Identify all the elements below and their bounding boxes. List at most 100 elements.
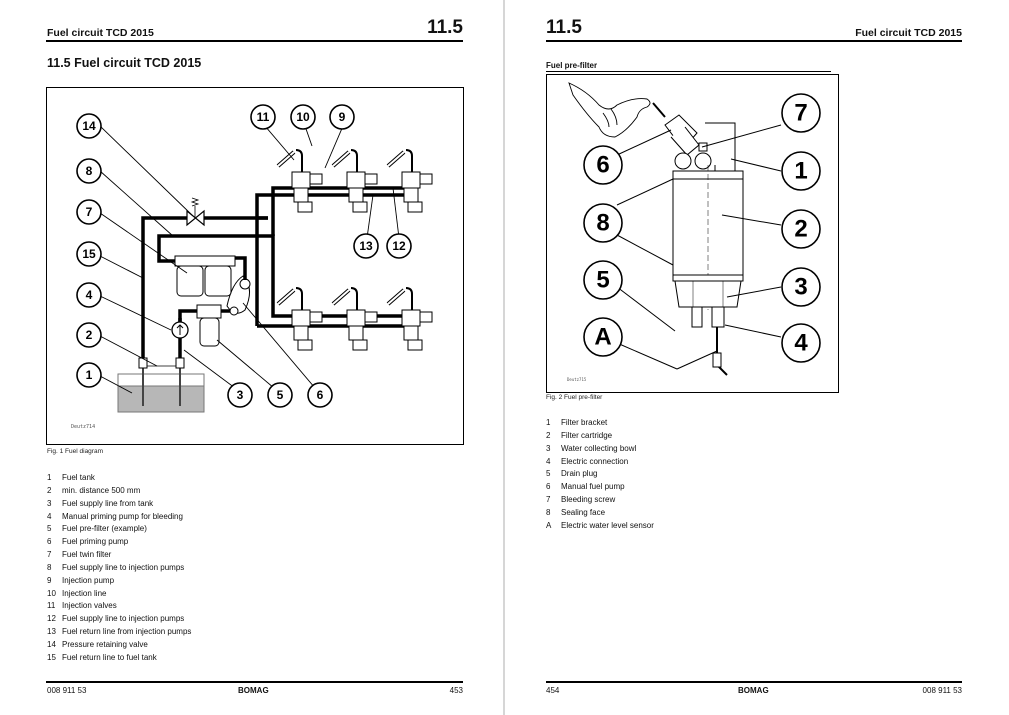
footer-brand: BOMAG xyxy=(238,686,269,695)
callouts: 7 6 1 8 2 5 3 A 4 xyxy=(583,93,821,363)
callout-1: 1 xyxy=(76,362,102,388)
callout-3: 3 xyxy=(227,382,253,408)
fuel-tank xyxy=(117,357,205,413)
legend-number: 10 xyxy=(47,588,56,598)
manual-priming-pump xyxy=(171,321,189,339)
legend-item: 1 Filter bracket xyxy=(546,417,654,430)
svg-text:3: 3 xyxy=(794,274,807,301)
fuel-diagram-figure: 14 8 7 15 4 2 1 3 5 6 11 10 9 13 12 Deut… xyxy=(46,87,464,445)
callout-6: 6 xyxy=(583,145,623,185)
svg-text:7: 7 xyxy=(794,100,807,127)
footer-doc-number: 008 911 53 xyxy=(922,686,962,695)
right-page: 11.5 Fuel circuit TCD 2015 Fuel pre-filt… xyxy=(505,0,1009,715)
injection-pump-unit xyxy=(331,287,378,351)
callout-11: 11 xyxy=(250,104,276,130)
svg-text:15: 15 xyxy=(82,247,96,261)
svg-text:5: 5 xyxy=(596,267,609,294)
legend-text: Fuel return line from injection pumps xyxy=(62,627,192,637)
svg-text:2: 2 xyxy=(794,216,807,243)
water-collecting-bowl xyxy=(674,280,742,308)
svg-text:2: 2 xyxy=(86,328,93,342)
injection-pump-unit xyxy=(276,287,323,351)
footer-doc-number: 008 911 53 xyxy=(47,686,87,695)
legend-number: 1 xyxy=(546,418,551,427)
legend-number: 2 xyxy=(47,485,52,495)
svg-text:10: 10 xyxy=(296,110,310,124)
injection-pumps xyxy=(276,149,433,351)
header-rule xyxy=(546,40,962,42)
drain-plug xyxy=(691,306,703,328)
legend-number: 5 xyxy=(47,524,52,534)
svg-text:1: 1 xyxy=(794,158,807,185)
callout-5: 5 xyxy=(267,382,293,408)
callout-2: 2 xyxy=(781,209,821,249)
figure-caption: Fig. 2 Fuel pre-filter xyxy=(546,394,603,401)
callout-8: 8 xyxy=(76,158,102,184)
svg-text:9: 9 xyxy=(339,110,346,124)
legend-text: Bleeding screw xyxy=(561,495,616,505)
callouts: 14 8 7 15 4 2 1 3 5 6 11 10 9 13 12 xyxy=(76,104,412,408)
hand-illustration xyxy=(568,82,651,138)
callout-2: 2 xyxy=(76,322,102,348)
legend-number: 4 xyxy=(47,511,52,521)
footer-page-number: 454 xyxy=(546,686,560,695)
legend-text: Manual priming pump for bleeding xyxy=(62,511,183,521)
legend-number: 1 xyxy=(47,473,52,482)
callout-4: 4 xyxy=(781,323,821,363)
legend-number: 13 xyxy=(47,627,56,637)
callout-1: 1 xyxy=(781,151,821,191)
leader-lines xyxy=(616,124,782,370)
figure-code: Deutz714 xyxy=(71,424,96,430)
legend-number: 12 xyxy=(47,614,56,624)
svg-text:4: 4 xyxy=(794,330,808,357)
footer-page-number: 453 xyxy=(449,686,463,695)
running-header-section: 11.5 xyxy=(546,17,582,38)
sensor-cable xyxy=(716,327,728,376)
filter-bracket xyxy=(705,122,736,176)
fuel-pre-filter xyxy=(196,304,222,347)
left-page: Fuel circuit TCD 2015 11.5 11.5 Fuel cir… xyxy=(0,0,503,715)
manual-fuel-pump xyxy=(664,114,700,156)
section-title: 11.5 Fuel circuit TCD 2015 xyxy=(47,56,202,70)
legend-text: Fuel tank xyxy=(62,473,95,482)
running-header-title: Fuel circuit TCD 2015 xyxy=(855,27,962,39)
svg-text:4: 4 xyxy=(86,288,93,302)
figure-code: Deutz715 xyxy=(567,377,587,382)
svg-text:14: 14 xyxy=(82,119,96,133)
electric-connection xyxy=(711,306,725,328)
callout-12: 12 xyxy=(386,233,412,259)
running-header-title: Fuel circuit TCD 2015 xyxy=(47,27,154,39)
callout-3: 3 xyxy=(781,267,821,307)
footer-rule xyxy=(46,681,463,683)
callout-13: 13 xyxy=(353,233,379,259)
svg-text:8: 8 xyxy=(596,210,609,237)
callout-14: 14 xyxy=(76,113,102,139)
legend-number: 8 xyxy=(47,562,52,572)
legend-text: Injection valves xyxy=(62,601,117,611)
legend-text: Drain plug xyxy=(561,469,598,479)
legend-number: 5 xyxy=(546,469,551,479)
legend-number: 7 xyxy=(47,550,52,560)
legend-text: Filter bracket xyxy=(561,418,608,427)
svg-text:7: 7 xyxy=(86,205,93,219)
leader-lines xyxy=(99,125,400,394)
callout-15: 15 xyxy=(76,241,102,267)
svg-text:13: 13 xyxy=(359,239,373,253)
legend-item: 5 Drain plug xyxy=(546,468,654,481)
legend-number: 6 xyxy=(47,537,52,547)
callout-9: 9 xyxy=(329,104,355,130)
legend-item: 1 Fuel tank xyxy=(47,472,191,485)
legend-text: Fuel supply line to injection pumps xyxy=(62,614,185,624)
legend-text: Injection line xyxy=(62,588,107,598)
header-rule xyxy=(46,40,463,42)
page-divider xyxy=(503,0,505,715)
